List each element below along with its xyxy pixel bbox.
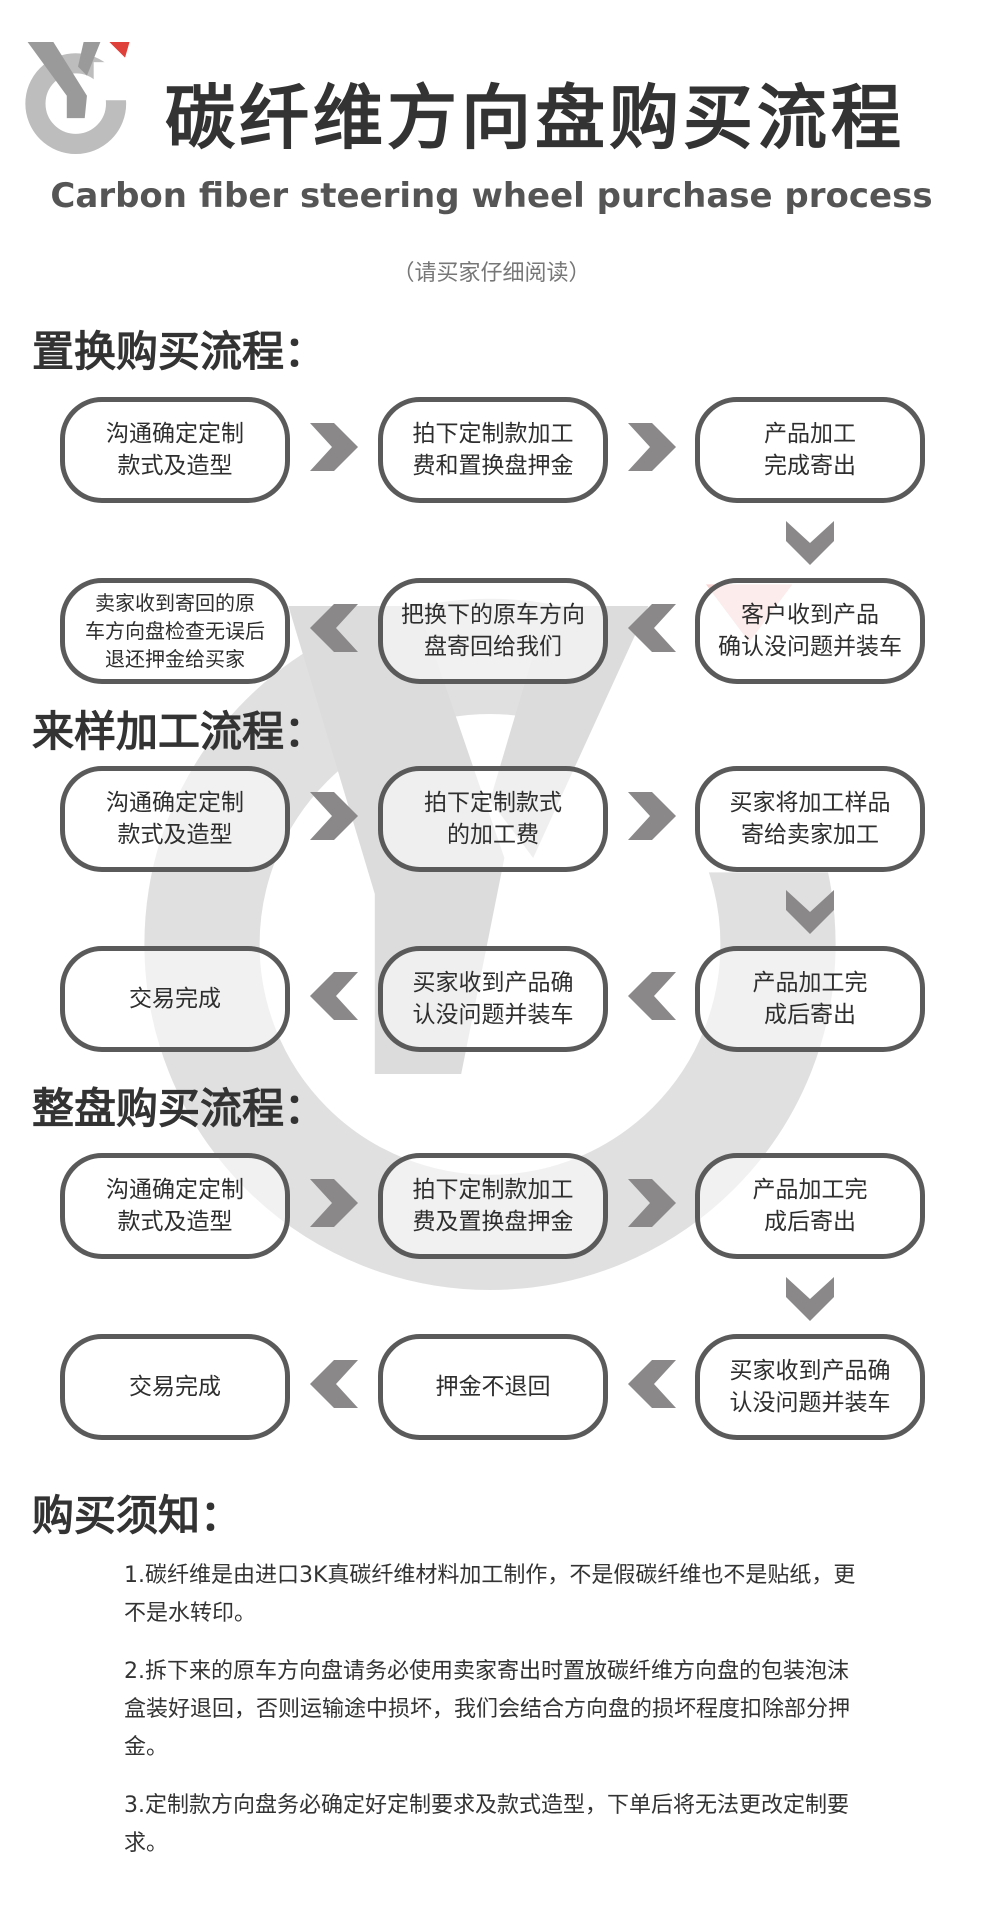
flow-step-label: 拍下定制款式 的加工费 (424, 790, 562, 848)
flow-step: 拍下定制款加工 费及置换盘押金 (378, 1153, 608, 1259)
chevron-down-icon (782, 1269, 838, 1325)
flow-step: 卖家收到寄回的原 车方向盘检查无误后 退还押金给买家 (60, 578, 290, 684)
chevron-left-icon (624, 600, 680, 656)
chevron-right-icon (306, 1175, 362, 1231)
flow-step: 把换下的原车方向 盘寄回给我们 (378, 578, 608, 684)
flow-step: 产品加工完 成后寄出 (695, 946, 925, 1052)
flow-step: 产品加工 完成寄出 (695, 397, 925, 503)
page-subtitle: Carbon fiber steering wheel purchase pro… (50, 176, 933, 216)
notes-list: 1.碳纤维是由进口3K真碳纤维材料加工制作，不是假碳纤维也不是贴纸，更不是水转印… (124, 1557, 864, 1883)
section-heading: 来样加工流程： (32, 707, 327, 756)
chevron-right-icon (624, 1175, 680, 1231)
flow-step: 押金不退回 (378, 1334, 608, 1440)
brand-logo (25, 42, 134, 154)
flow-step: 买家收到产品确 认没问题并装车 (378, 946, 608, 1052)
flow-step-label: 拍下定制款加工 费及置换盘押金 (412, 1177, 574, 1235)
flow-step: 沟通确定定制 款式及造型 (60, 766, 290, 872)
chevron-left-icon (306, 600, 362, 656)
chevron-left-icon (624, 968, 680, 1024)
section-heading: 整盘购买流程： (32, 1084, 327, 1133)
chevron-left-icon (624, 1356, 680, 1412)
chevron-left-icon (306, 1356, 362, 1412)
flow-step-label: 交易完成 (129, 1374, 221, 1400)
flow-step-label: 交易完成 (129, 986, 221, 1012)
flow-step: 买家收到产品确 认没问题并装车 (695, 1334, 925, 1440)
flow-step-label: 买家收到产品确 认没问题并装车 (729, 1358, 891, 1416)
note-item: 1.碳纤维是由进口3K真碳纤维材料加工制作，不是假碳纤维也不是贴纸，更不是水转印… (124, 1563, 856, 1626)
flow-step-label: 沟通确定定制 款式及造型 (106, 1177, 244, 1235)
reading-hint: （请买家仔细阅读） (392, 261, 591, 286)
flow-step: 客户收到产品 确认没问题并装车 (695, 578, 925, 684)
chevron-down-icon (782, 882, 838, 938)
flow-step-label: 拍下定制款加工 费和置换盘押金 (412, 421, 574, 479)
flow-step-label: 买家收到产品确 认没问题并装车 (412, 970, 574, 1028)
chevron-left-icon (306, 968, 362, 1024)
flow-step: 买家将加工样品 寄给卖家加工 (695, 766, 925, 872)
flow-step: 拍下定制款加工 费和置换盘押金 (378, 397, 608, 503)
flow-step: 沟通确定定制 款式及造型 (60, 397, 290, 503)
note-item: 2.拆下来的原车方向盘请务必使用卖家寄出时置放碳纤维方向盘的包装泡沫盒装好退回，… (124, 1659, 851, 1760)
chevron-down-icon (782, 513, 838, 569)
flow-step-label: 卖家收到寄回的原 车方向盘检查无误后 退还押金给买家 (85, 591, 265, 671)
flow-step-label: 沟通确定定制 款式及造型 (106, 421, 244, 479)
flow-step: 交易完成 (60, 1334, 290, 1440)
page-title: 碳纤维方向盘购买流程 (165, 77, 905, 159)
flow-step-label: 产品加工 完成寄出 (764, 421, 856, 479)
notes-heading: 购买须知： (32, 1491, 243, 1540)
section-heading: 置换购买流程： (32, 327, 327, 376)
chevron-right-icon (306, 419, 362, 475)
flow-step: 沟通确定定制 款式及造型 (60, 1153, 290, 1259)
flow-step: 交易完成 (60, 946, 290, 1052)
flow-step-label: 沟通确定定制 款式及造型 (106, 790, 244, 848)
flow-step-label: 把换下的原车方向 盘寄回给我们 (401, 602, 585, 660)
flow-step: 拍下定制款式 的加工费 (378, 766, 608, 872)
flow-step-label: 产品加工完 成后寄出 (752, 1177, 868, 1235)
chevron-right-icon (624, 788, 680, 844)
flow-step-label: 产品加工完 成后寄出 (752, 970, 868, 1028)
note-item: 3.定制款方向盘务必确定好定制要求及款式造型，下单后将无法更改定制要求。 (124, 1793, 849, 1856)
flow-step-label: 押金不退回 (435, 1374, 551, 1400)
chevron-right-icon (306, 788, 362, 844)
flow-step-label: 客户收到产品 确认没问题并装车 (718, 602, 902, 660)
chevron-right-icon (624, 419, 680, 475)
flow-step: 产品加工完 成后寄出 (695, 1153, 925, 1259)
flow-step-label: 买家将加工样品 寄给卖家加工 (729, 790, 891, 848)
